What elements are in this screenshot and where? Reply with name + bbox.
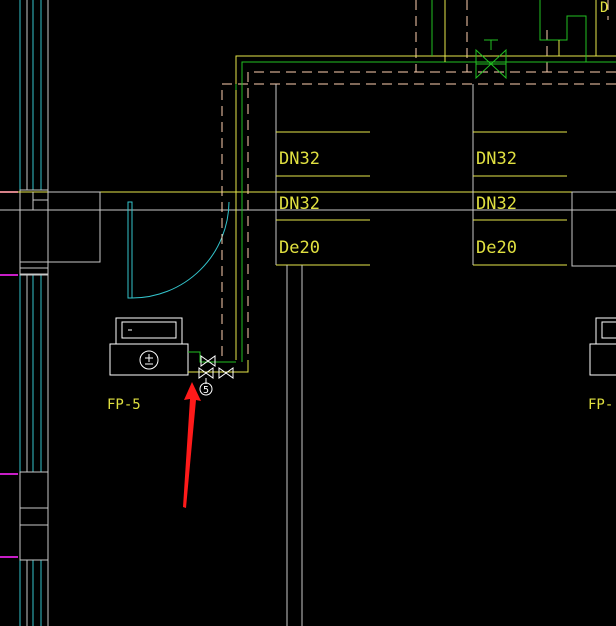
solid-pipes [235, 0, 616, 362]
beam-lines [0, 191, 616, 211]
pipe-label-dn32-1: DN32 [279, 149, 320, 169]
right-wall-box [571, 191, 616, 267]
pipe-label-de20-2: De20 [476, 238, 517, 258]
door [127, 201, 230, 299]
top-edge-label: D [600, 0, 608, 16]
valve-tag: 5 [203, 385, 209, 396]
inner-wall [286, 265, 303, 626]
fan-coil-unit [109, 317, 189, 376]
fan-coil-label: FP-5 [107, 397, 141, 413]
dashed-pipes [221, 0, 616, 356]
fan-coil-label-partial: FP- [588, 397, 613, 413]
wall-box [32, 191, 101, 263]
top-valve-icon [475, 39, 507, 80]
pipe-label-de20: De20 [279, 238, 320, 258]
fan-coil-unit-partial [589, 317, 616, 376]
pipe-label-dn32-2: DN32 [279, 194, 320, 214]
pipe-label-group-left [276, 131, 370, 266]
left-wall [19, 0, 49, 626]
pipe-label-dn32-4: DN32 [476, 194, 517, 214]
magenta-markers [0, 191, 18, 558]
valve-icons [198, 355, 234, 396]
pipe-label-dn32-3: DN32 [476, 149, 517, 169]
pipe-label-group-right [473, 131, 567, 266]
unit-connections [188, 351, 249, 373]
pointer-arrow [183, 382, 201, 508]
